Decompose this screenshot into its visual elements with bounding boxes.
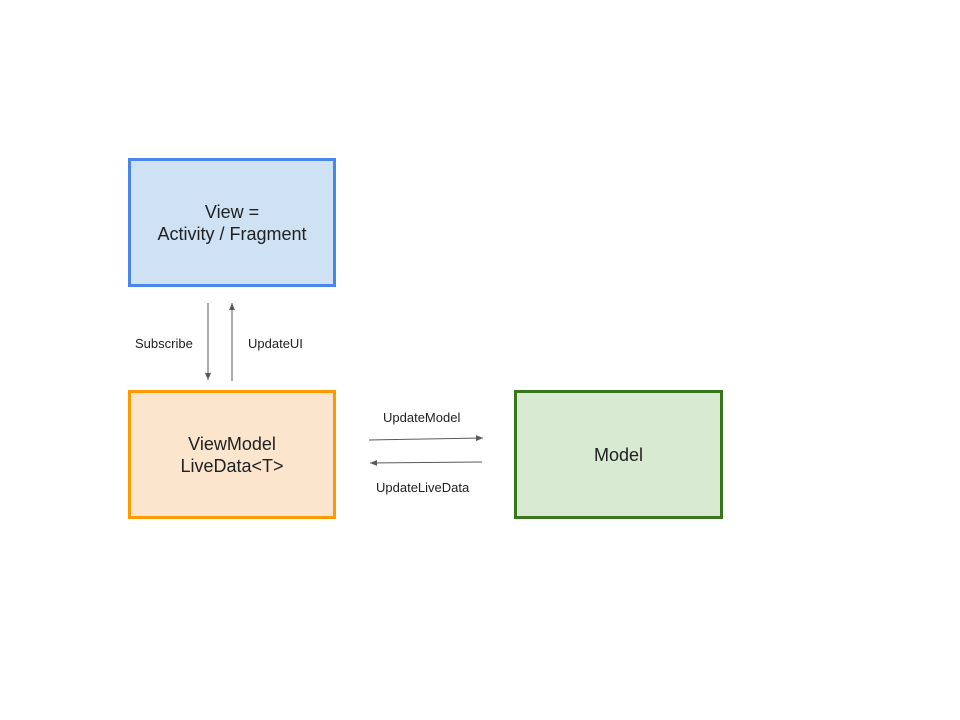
subscribe-label: Subscribe [135,336,193,351]
view-node: View = Activity / Fragment [128,158,336,287]
viewmodel-node: ViewModel LiveData<T> [128,390,336,519]
update-model-label: UpdateModel [383,410,461,425]
update-live-data-label: UpdateLiveData [376,480,470,495]
update-model-arrow [368,435,484,442]
model-node: Model [514,390,723,519]
viewmodel-node-line-2: LiveData<T> [180,455,284,476]
view-node-line-2: Activity / Fragment [157,223,307,244]
model-node-line-1: Model [593,444,644,465]
update-ui-label: UpdateUI [248,336,303,351]
update-live-data-arrow [369,459,483,466]
viewmodel-node-line-1: ViewModel [188,433,276,454]
view-node-line-1: View = [204,201,260,222]
